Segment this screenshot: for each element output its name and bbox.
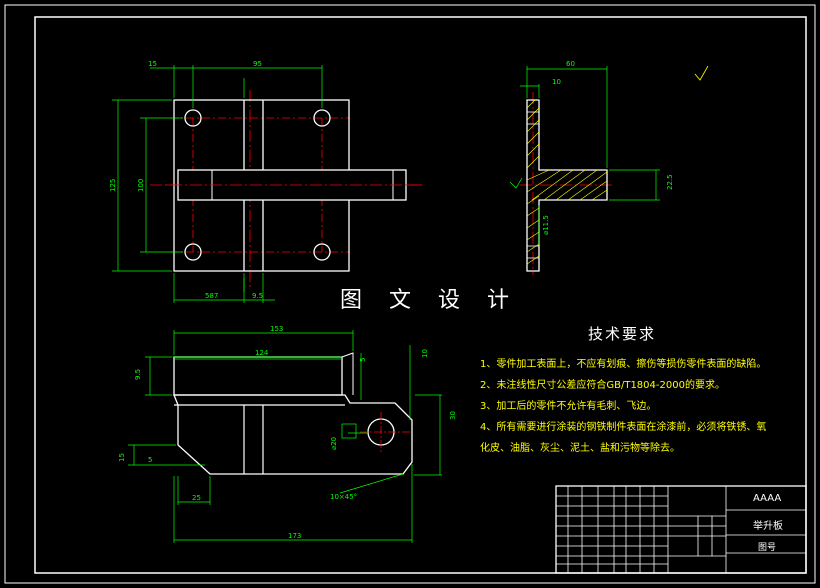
tech-item-5: 化皮、油脂、灰尘、泥土、盐和污物等除去。 xyxy=(480,443,680,454)
title-block-code: AAAA xyxy=(753,493,782,504)
tech-item-4: 4、所有需要进行涂装的钢铁制件表面在涂漆前，必须将铁锈、氧 xyxy=(480,422,767,433)
dim-22-5: 22.5 xyxy=(666,174,674,190)
dim-153: 153 xyxy=(270,325,283,333)
dim-10: 10 xyxy=(552,78,561,86)
dim-front-left-5: 5 xyxy=(148,456,152,464)
dim-125: 125 xyxy=(109,179,117,192)
inner-frame xyxy=(34,16,807,574)
dim-front-15: 15 xyxy=(118,453,126,462)
watermark: 图 文 设 计 xyxy=(340,288,519,313)
dim-front-30: 30 xyxy=(449,411,457,420)
tech-requirements-title: 技术要求 xyxy=(588,325,657,343)
dim-hole-dia: ⌀20 xyxy=(330,437,338,450)
title-block-part-name: 举升板 xyxy=(753,521,783,532)
dim-front-9-5: 9.5 xyxy=(134,369,142,380)
dim-front-10: 10 xyxy=(421,349,429,358)
outer-frame xyxy=(4,4,816,584)
dim-front-5: 5 xyxy=(359,358,367,362)
title-block-lines xyxy=(555,485,807,574)
dim-hole-11-5: ⌀11.5 xyxy=(542,215,550,235)
dim-587: 587 xyxy=(205,292,218,300)
title-block-drawing-no: 图号 xyxy=(758,543,777,553)
dim-9-5: 9.5 xyxy=(252,292,263,300)
dim-124: 124 xyxy=(255,349,269,357)
dim-15: 15 xyxy=(148,60,157,68)
tech-item-1: 1、零件加工表面上，不应有划痕、擦伤等损伤零件表面的缺陷。 xyxy=(480,359,767,370)
dim-60: 60 xyxy=(566,60,575,68)
dim-173: 173 xyxy=(288,532,301,540)
front-view xyxy=(128,330,442,543)
tech-item-3: 3、加工后的零件不允许有毛刺、飞边。 xyxy=(480,401,657,412)
dim-chamfer: 10×45° xyxy=(330,493,357,501)
dim-100: 100 xyxy=(137,179,145,192)
dim-95: 95 xyxy=(253,60,262,68)
top-view xyxy=(112,65,422,303)
side-view xyxy=(509,65,709,275)
tech-item-2: 2、未注线性尺寸公差应符合GB/T1804-2000的要求。 xyxy=(480,380,725,391)
dimension-texts: 15 95 125 100 587 9.5 60 10 22.5 ⌀11.5 1… xyxy=(109,60,674,540)
dim-25: 25 xyxy=(192,494,201,502)
